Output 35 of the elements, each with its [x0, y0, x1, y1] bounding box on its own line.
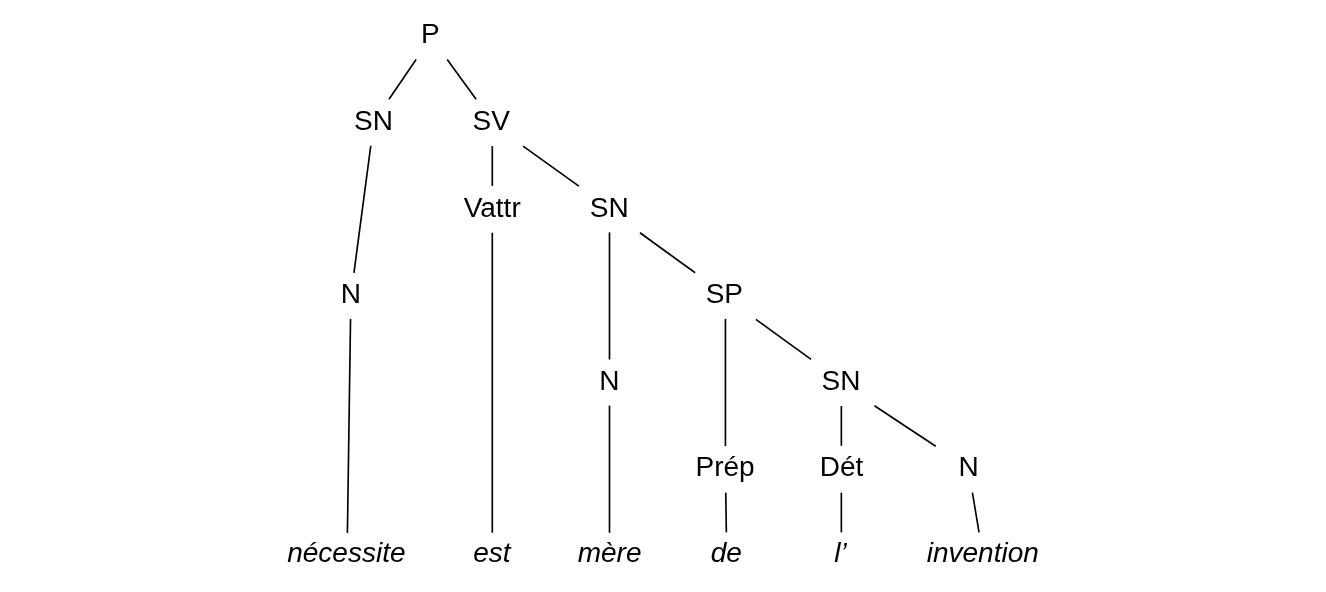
node-text: SP — [705, 278, 744, 310]
connector — [840, 405, 843, 447]
node-text: est — [473, 536, 511, 568]
connector — [491, 231, 494, 534]
connector — [971, 491, 980, 534]
node-text: N — [340, 278, 361, 310]
node-text: invention — [926, 536, 1039, 568]
node-text: nécessite — [287, 536, 406, 568]
connector — [608, 404, 611, 534]
node-text: N — [958, 451, 979, 483]
node-text: de — [710, 536, 742, 568]
connector — [446, 58, 477, 101]
connector — [755, 318, 812, 361]
node-text: Dét — [819, 451, 864, 483]
node-text: SN — [354, 104, 393, 136]
node-text: SN — [589, 191, 629, 223]
connector — [388, 58, 417, 101]
node-text: Vattr — [463, 191, 521, 223]
connector — [639, 231, 696, 274]
connector — [608, 231, 611, 361]
connector — [522, 145, 580, 187]
connector — [491, 145, 494, 187]
node-text: N — [599, 364, 620, 396]
connector — [353, 144, 372, 274]
connector — [873, 404, 937, 448]
node-text: mère — [577, 536, 642, 568]
node-text: SN — [821, 364, 861, 396]
connector — [840, 491, 843, 534]
node-text: SV — [472, 104, 510, 136]
connector — [724, 491, 728, 534]
connector — [346, 318, 352, 534]
connector — [724, 318, 727, 447]
node-text: l’ — [834, 536, 847, 568]
node-text: Prép — [695, 451, 755, 483]
node-text: P — [420, 18, 440, 50]
